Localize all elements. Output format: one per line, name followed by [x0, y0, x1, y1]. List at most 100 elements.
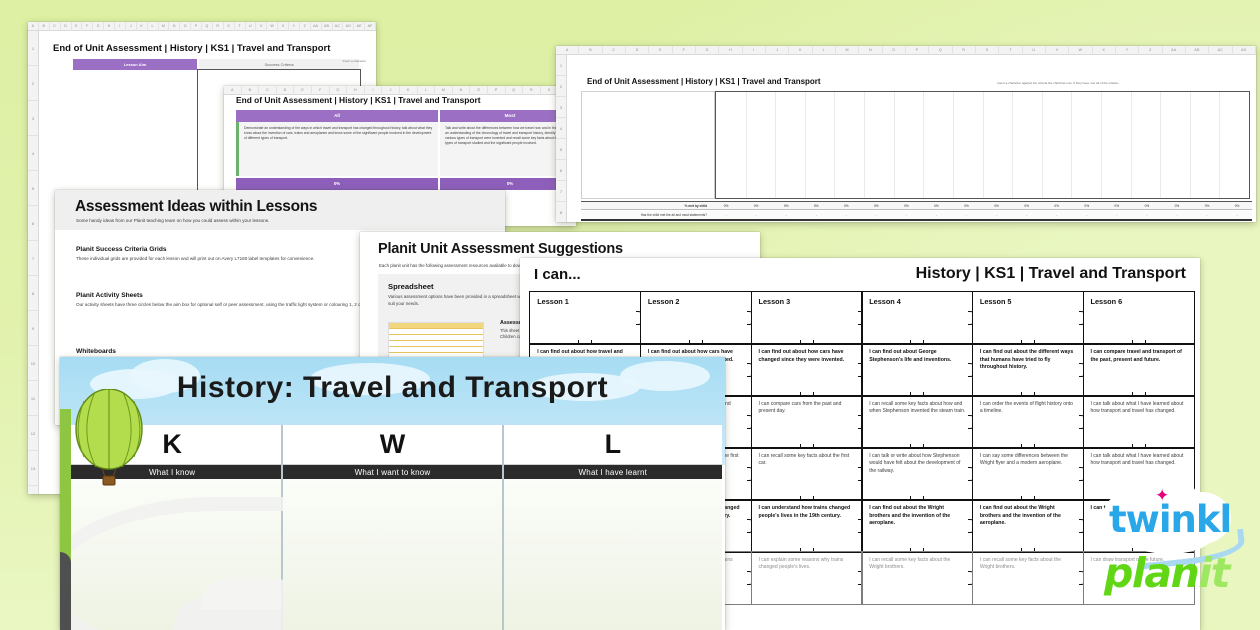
- row-header[interactable]: 1: [28, 31, 38, 66]
- column-header[interactable]: O: [883, 46, 906, 55]
- column-header[interactable]: L: [148, 22, 159, 31]
- column-header[interactable]: P: [191, 22, 202, 31]
- puzzle-criteria-cell[interactable]: I can find out about the Wright brothers…: [971, 499, 1085, 553]
- column-header[interactable]: A: [28, 22, 39, 31]
- column-header[interactable]: I: [743, 46, 766, 55]
- column-header[interactable]: AD: [1233, 46, 1256, 55]
- column-header[interactable]: Z: [1139, 46, 1163, 55]
- column-header[interactable]: S: [224, 22, 235, 31]
- row-header[interactable]: 8: [28, 276, 38, 311]
- column-header[interactable]: AB: [322, 22, 333, 31]
- column-header[interactable]: Y: [289, 22, 300, 31]
- column-header[interactable]: X: [1093, 46, 1116, 55]
- column-header[interactable]: U: [1023, 46, 1046, 55]
- puzzle-lesson-header[interactable]: Lesson 3: [750, 291, 863, 345]
- row-header[interactable]: 9: [28, 311, 38, 346]
- puzzle-criteria-cell[interactable]: I can find out about the Wright brothers…: [861, 499, 974, 553]
- column-header[interactable]: C: [603, 46, 626, 55]
- column-header[interactable]: AA: [1163, 46, 1186, 55]
- puzzle-criteria-cell[interactable]: I can find out about George Stephenson's…: [861, 343, 974, 397]
- column-header[interactable]: AC: [333, 22, 344, 31]
- column-header[interactable]: H: [347, 86, 365, 95]
- column-header[interactable]: D: [277, 86, 295, 95]
- puzzle-criteria-cell[interactable]: I can say some differences between the W…: [971, 447, 1085, 501]
- column-header[interactable]: F: [673, 46, 696, 55]
- column-header[interactable]: B: [242, 86, 260, 95]
- column-header[interactable]: B: [579, 46, 603, 55]
- column-header[interactable]: X: [278, 22, 289, 31]
- puzzle-criteria-cell[interactable]: I can talk or write about how Stephenson…: [861, 447, 974, 501]
- column-header[interactable]: O: [470, 86, 488, 95]
- column-header[interactable]: B: [39, 22, 50, 31]
- column-header[interactable]: J: [126, 22, 137, 31]
- column-header[interactable]: C: [50, 22, 61, 31]
- puzzle-criteria-cell[interactable]: I can compare cars from the past and pre…: [750, 395, 863, 449]
- row-header[interactable]: 4: [556, 118, 566, 139]
- puzzle-criteria-cell[interactable]: I can understand how trains changed peop…: [750, 499, 863, 553]
- column-header[interactable]: AB: [1186, 46, 1210, 55]
- column-header[interactable]: L: [418, 86, 436, 95]
- column-header[interactable]: M: [435, 86, 453, 95]
- column-header[interactable]: H: [719, 46, 743, 55]
- row-header[interactable]: 5: [556, 139, 566, 160]
- column-header[interactable]: Y: [1116, 46, 1140, 55]
- column-header[interactable]: Q: [506, 86, 524, 95]
- column-header[interactable]: V: [256, 22, 268, 31]
- column-header[interactable]: L: [813, 46, 836, 55]
- row-header[interactable]: 3: [556, 97, 566, 118]
- column-header[interactable]: M: [159, 22, 170, 31]
- row-header[interactable]: 10: [28, 346, 38, 381]
- column-header[interactable]: K: [789, 46, 813, 55]
- column-header[interactable]: E: [294, 86, 312, 95]
- puzzle-lesson-header[interactable]: Lesson 4: [861, 291, 974, 345]
- puzzle-criteria-cell[interactable]: I can find out about how cars have chang…: [750, 343, 863, 397]
- column-header[interactable]: Z: [300, 22, 311, 31]
- puzzle-criteria-cell[interactable]: I can find out about the different ways …: [971, 343, 1085, 397]
- column-header[interactable]: K: [137, 22, 148, 31]
- column-header[interactable]: J: [766, 46, 790, 55]
- column-header[interactable]: A: [556, 46, 580, 55]
- kwl-column-l[interactable]: L What I have learnt: [503, 425, 722, 630]
- column-header[interactable]: F: [312, 86, 330, 95]
- row-header[interactable]: 6: [28, 206, 38, 241]
- column-header[interactable]: C: [259, 86, 277, 95]
- column-header[interactable]: I: [365, 86, 383, 95]
- column-header[interactable]: E: [649, 46, 673, 55]
- column-header[interactable]: G: [330, 86, 348, 95]
- row-header[interactable]: 11: [28, 381, 38, 416]
- puzzle-criteria-cell[interactable]: I can explain some reasons why trains ch…: [750, 551, 863, 605]
- puzzle-criteria-cell[interactable]: I can draw transport of the future.: [1082, 551, 1195, 605]
- column-header[interactable]: G: [93, 22, 105, 31]
- row-header[interactable]: 8: [556, 202, 566, 222]
- kwl-body-l[interactable]: [503, 479, 722, 630]
- column-header[interactable]: J: [382, 86, 400, 95]
- column-header[interactable]: V: [1046, 46, 1070, 55]
- row-header[interactable]: 3: [28, 101, 38, 136]
- kwl-body-k[interactable]: [60, 479, 463, 630]
- kwl-column-k[interactable]: K What I know: [60, 425, 463, 630]
- column-header[interactable]: D: [61, 22, 72, 31]
- column-header[interactable]: A: [224, 86, 242, 95]
- column-header[interactable]: D: [626, 46, 650, 55]
- puzzle-lesson-header[interactable]: Lesson 1: [529, 291, 642, 345]
- puzzle-criteria-cell[interactable]: I can compare travel and transport of th…: [1082, 343, 1195, 397]
- puzzle-criteria-cell[interactable]: I can recall some key facts about the Wr…: [971, 551, 1085, 605]
- column-header[interactable]: AE: [354, 22, 366, 31]
- puzzle-criteria-cell[interactable]: I can recall some key facts about the fi…: [750, 447, 863, 501]
- column-header[interactable]: R: [953, 46, 976, 55]
- row-header[interactable]: 2: [556, 76, 566, 97]
- column-header[interactable]: W: [1069, 46, 1093, 55]
- column-header[interactable]: N: [453, 86, 471, 95]
- document-kwl-poster[interactable]: History: Travel and Transport K What I k…: [60, 357, 725, 630]
- column-header[interactable]: Q: [929, 46, 953, 55]
- puzzle-lesson-header[interactable]: Lesson 5: [971, 291, 1085, 345]
- column-header[interactable]: G: [696, 46, 720, 55]
- column-header[interactable]: O: [180, 22, 192, 31]
- column-header[interactable]: T: [235, 22, 246, 31]
- column-header[interactable]: U: [246, 22, 257, 31]
- kwl-body-w[interactable]: [283, 479, 502, 630]
- column-header[interactable]: P: [906, 46, 930, 55]
- column-header[interactable]: E: [72, 22, 83, 31]
- row-header[interactable]: 7: [556, 181, 566, 202]
